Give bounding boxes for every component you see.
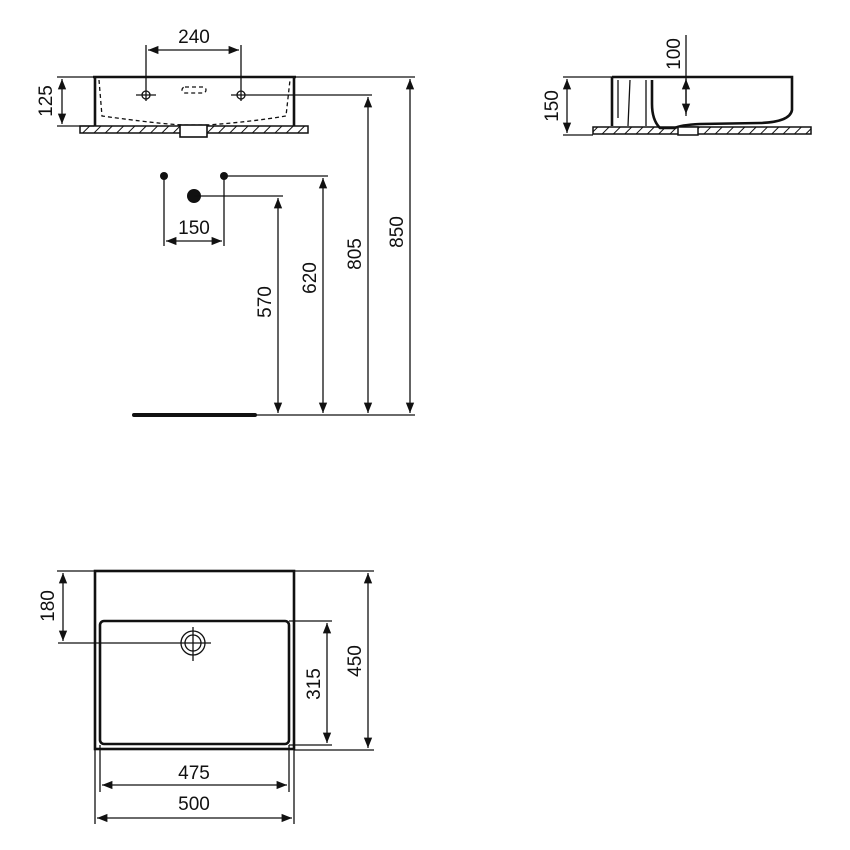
dim-total-depth: 450 bbox=[345, 645, 366, 677]
dim-tap-hole-spacing: 240 bbox=[178, 27, 210, 48]
plan-view: 180 315 450 475 500 bbox=[38, 569, 374, 824]
plan-outer-outline bbox=[93, 569, 296, 751]
dim-side-bowl-depth: 100 bbox=[664, 38, 685, 70]
dim-supply-height: 620 bbox=[300, 262, 321, 294]
dim-side-total-height: 150 bbox=[542, 90, 563, 122]
overflow-slot bbox=[181, 86, 207, 94]
side-view: 100 150 bbox=[542, 35, 812, 136]
side-basin-outline bbox=[610, 75, 794, 130]
dim-supply-spacing: 150 bbox=[178, 218, 210, 239]
dim-basin-height: 125 bbox=[36, 85, 57, 117]
front-view: 240 125 bbox=[36, 27, 415, 138]
side-basin-wall bbox=[617, 79, 647, 127]
plan-bowl-outline bbox=[98, 619, 291, 746]
installation-heights: 150 570 620 805 850 bbox=[132, 79, 415, 417]
dim-waste-from-back: 180 bbox=[38, 590, 59, 622]
dim-total-width: 500 bbox=[178, 794, 210, 815]
plan-waste bbox=[58, 627, 211, 661]
dim-top-height: 850 bbox=[387, 216, 408, 248]
waste-outlet bbox=[179, 124, 208, 138]
side-worktop-slab bbox=[592, 126, 812, 135]
basin-outline bbox=[93, 75, 296, 126]
tap-hole-right bbox=[231, 90, 372, 100]
dim-tap-hole-height: 805 bbox=[345, 238, 366, 270]
side-waste bbox=[677, 126, 699, 136]
dim-inner-width: 475 bbox=[178, 763, 210, 784]
dim-bowl-depth: 315 bbox=[304, 668, 325, 700]
dim-waste-height: 570 bbox=[255, 286, 276, 318]
